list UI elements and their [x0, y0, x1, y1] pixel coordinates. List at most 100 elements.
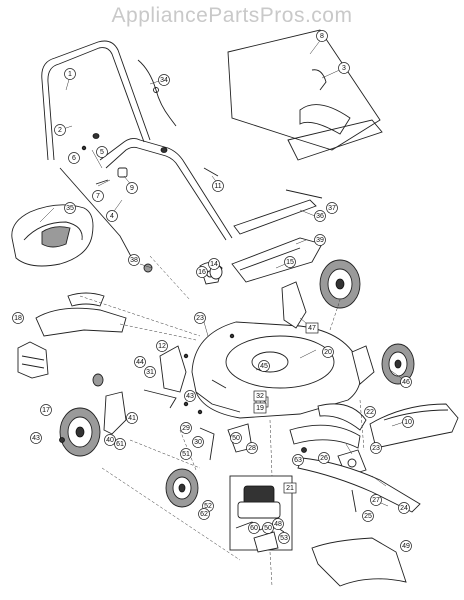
callout-8: 8	[316, 30, 328, 42]
callout-marker	[272, 518, 284, 530]
callout-marker	[192, 436, 204, 448]
callout-39: 39	[314, 234, 326, 246]
callout-46: 46	[400, 376, 412, 388]
fasteners	[59, 333, 357, 513]
callout-label: 4	[110, 213, 114, 220]
callout-17: 17	[40, 404, 52, 416]
mulch-plug[interactable]	[17, 307, 127, 379]
callout-label: 1	[68, 71, 72, 78]
callout-label: 14	[210, 261, 218, 268]
callout-label: 26	[320, 455, 328, 462]
callout-47: 47	[305, 322, 319, 334]
control-cable	[137, 59, 177, 127]
callout-marker	[364, 406, 376, 418]
callout-label: 35	[66, 205, 74, 212]
callout-18: 18	[12, 312, 24, 324]
callout-16: 16	[196, 266, 208, 278]
callout-marker	[194, 312, 206, 324]
callout-marker	[64, 68, 76, 80]
wheel-lever-small	[199, 423, 253, 461]
callout-label: 60	[250, 525, 258, 532]
front-wheel-left[interactable]	[59, 407, 101, 457]
callout-label: 5	[100, 149, 104, 156]
callout-label: 37	[328, 205, 336, 212]
callout-marker	[400, 376, 412, 388]
callout-label: 34	[160, 77, 168, 84]
baffle[interactable]	[289, 424, 361, 449]
callout-49: 49	[400, 540, 412, 552]
callout-marker	[230, 432, 242, 444]
callout-label: 15	[286, 259, 294, 266]
callout-label: 62	[200, 511, 208, 518]
callout-10: 10	[402, 416, 414, 428]
height-adjust-bracket-right	[281, 281, 375, 385]
callout-label: 12	[158, 343, 166, 350]
callout-marker	[158, 74, 170, 86]
callout-24: 24	[398, 502, 410, 514]
lower-handle[interactable]	[59, 137, 233, 263]
upper-handle[interactable]	[41, 40, 151, 161]
callout-5: 5	[96, 146, 108, 158]
callout-marker	[92, 190, 104, 202]
callout-label: 13	[258, 399, 266, 406]
callout-marker	[180, 448, 192, 460]
callout-7: 7	[92, 190, 104, 202]
callout-48: 48	[272, 518, 284, 530]
callout-36: 36	[314, 210, 326, 222]
rear-skirt[interactable]	[231, 237, 323, 283]
callout-label: 50	[264, 525, 272, 532]
callout-50: 50	[262, 522, 274, 534]
callout-label: 25	[364, 513, 372, 520]
callout-label: 36	[316, 213, 324, 220]
callout-label: 43	[186, 393, 194, 400]
callout-marker	[114, 438, 126, 450]
callout-marker	[314, 234, 326, 246]
callout-marker	[208, 258, 220, 270]
mower-deck[interactable]	[191, 321, 362, 419]
callout-marker	[258, 360, 270, 372]
callout-14: 14	[208, 258, 220, 270]
callout-marker	[198, 508, 210, 520]
callout-3: 3	[338, 62, 350, 74]
callout-34: 34	[158, 74, 170, 86]
callout-label: 6	[72, 155, 76, 162]
discharge-deflector[interactable]	[311, 537, 407, 587]
callout-marker	[54, 124, 66, 136]
callout-6: 6	[68, 152, 80, 164]
callout-label: 2	[58, 127, 62, 134]
callout-marker	[184, 390, 196, 402]
callout-label: 9	[130, 185, 134, 192]
discharge-chute-top[interactable]	[67, 292, 105, 307]
callout-marker	[126, 182, 138, 194]
callout-marker	[262, 522, 274, 534]
callout-label: 44	[136, 359, 144, 366]
callout-marker	[180, 422, 192, 434]
front-bumper[interactable]	[369, 403, 459, 449]
callout-marker	[212, 180, 224, 192]
callout-marker	[402, 416, 414, 428]
callout-26: 26	[318, 452, 330, 464]
height-adjust-bracket-left	[103, 345, 187, 435]
callout-marker	[253, 390, 267, 402]
air-filter[interactable]	[237, 485, 281, 519]
callout-50: 50	[230, 432, 242, 444]
cutting-blade[interactable]	[297, 457, 421, 513]
callout-marker	[246, 442, 258, 454]
grass-bag[interactable]	[227, 29, 383, 161]
front-wheel-lower[interactable]	[165, 468, 199, 508]
callout-label: 16	[198, 269, 206, 276]
callout-label: 49	[402, 543, 410, 550]
side-baffle[interactable]	[317, 403, 367, 431]
callout-37: 37	[326, 202, 338, 214]
callout-label: 8	[320, 33, 324, 40]
rear-wheel-right[interactable]	[381, 343, 415, 385]
starter-spring	[235, 521, 285, 553]
callout-label: 10	[404, 419, 412, 426]
watermark-text: AppliancePartsPros.com	[112, 4, 353, 27]
callout-43: 43	[30, 432, 42, 444]
rear-wheel-upper[interactable]	[319, 259, 361, 309]
small-wheel-hub	[92, 263, 223, 387]
callout-marker	[12, 312, 24, 324]
engine-cover[interactable]	[11, 204, 94, 267]
